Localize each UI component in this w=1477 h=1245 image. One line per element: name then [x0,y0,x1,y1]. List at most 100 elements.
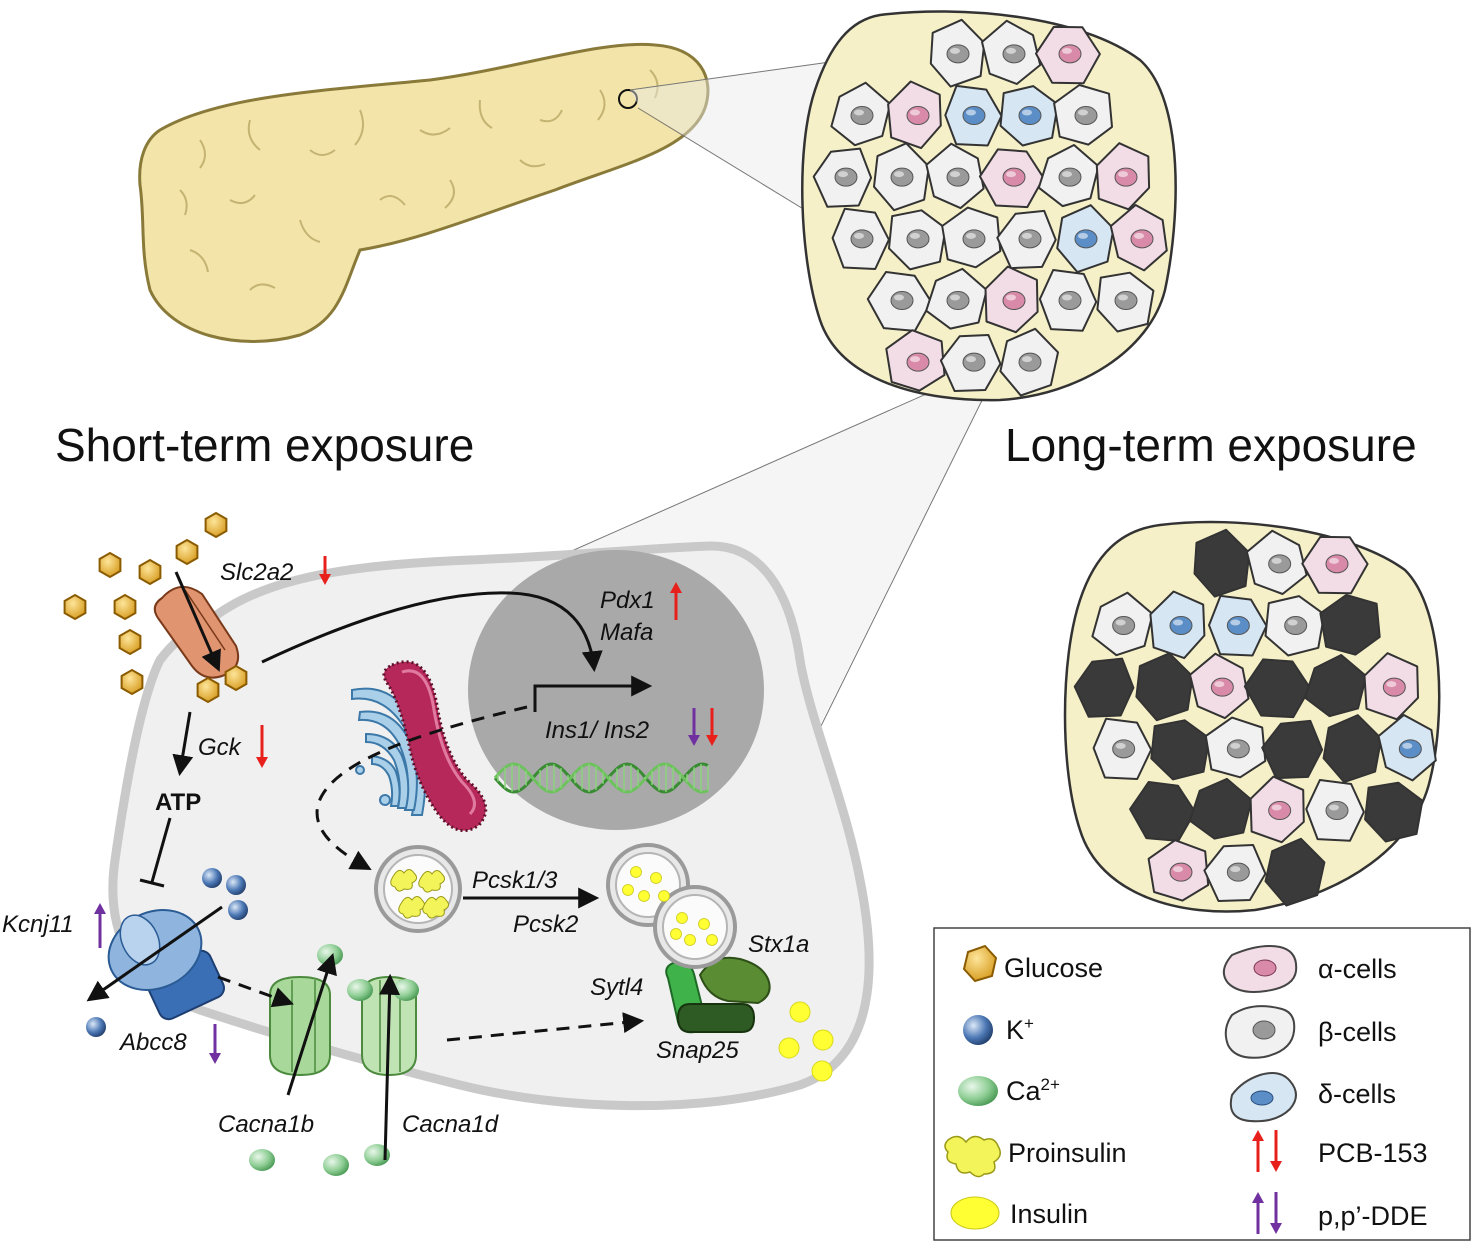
insulin-icon [789,1001,811,1023]
nucleus-highlight [966,356,976,363]
dna-strand [493,762,709,794]
gene-gck: Gck [198,734,243,761]
cell-nucleus [946,167,970,187]
cell-nucleus [1169,862,1193,882]
pathway-arrows [86,571,653,1161]
gene-labels: Slc2a2 Pdx1 Mafa Ins1/ Ins2 Gck ATP Kcnj… [2,559,809,1138]
glucose-icon [204,511,228,539]
insulin-icon [638,890,650,902]
nucleus [468,550,764,830]
calcium-ion-icon [364,1144,390,1166]
nucleus-highlight [1386,681,1397,688]
cell-nucleus [906,229,930,249]
nucleus-highlight [966,232,976,239]
gene-cacna1d: Cacna1d [402,1111,499,1138]
calcium-ion-icon [393,979,419,1001]
nucleus-highlight [1230,619,1241,626]
legend-dde: p,p’-DDE [1318,1201,1428,1231]
cell-nucleus [962,229,986,249]
proinsulin-icon [418,870,446,893]
glucose-icon [196,676,220,704]
islet-cell-long-term [1243,658,1311,719]
potassium-ion-icon [963,1015,993,1045]
zoom-lines-top [629,61,831,211]
gene-pcsk2: Pcsk2 [513,911,578,938]
nucleus-highlight [1329,557,1339,564]
cell-nucleus [1018,229,1042,249]
legend-dde-up-head [1252,1192,1264,1203]
calcium-ion-icon [347,979,373,1001]
nucleus-highlight [910,109,920,116]
molecules [63,511,834,1176]
gene-mafa: Mafa [600,619,653,646]
cell-nucleus [1002,291,1026,310]
glucose-icon [113,593,137,621]
islet-cell-long-term [1364,781,1424,843]
islet-cell-long-term [1073,657,1135,718]
proinsulin-icon [422,896,450,919]
gene-stx1a: Stx1a [748,931,809,958]
insulin-icon [658,890,670,902]
potassium-ion-icon [202,868,222,888]
nucleus-highlight [1115,742,1126,749]
cell-nucleus [1058,291,1082,310]
nucleus-highlight [1230,742,1241,749]
ins-dde-down-head [688,735,700,746]
legend-pcb153: PCB-153 [1318,1138,1428,1168]
cell-nucleus [1382,677,1406,697]
legend-proinsulin: Proinsulin [1008,1138,1127,1168]
cell-nucleus [1325,554,1349,574]
calcium-ion-icon [249,1149,275,1171]
cell-nucleus [834,167,858,187]
legend-k: K+ [1006,1014,1034,1045]
nucleus-highlight [1118,171,1128,178]
islet-cell-long-term [1319,594,1381,656]
potassium-ion-icon [86,1017,106,1037]
insulin-icon [630,866,642,878]
cell-nucleus [962,352,986,372]
nucleus-highlight [1287,619,1298,626]
cell-nucleus [850,106,874,125]
potassium-ion-icon [226,875,246,895]
legend-glucose: Glucose [1004,953,1103,983]
legend: Glucose K+ Ca2+ Proinsulin Insulin α-cel… [933,927,1471,1241]
glucose-icon [175,538,199,566]
gene-slc2a2: Slc2a2 [220,559,293,586]
glucose-icon [138,558,162,586]
pdx1-pcb153-up-head [670,582,682,593]
glucose-icon [962,944,998,983]
nucleus-highlight [1006,294,1016,301]
legend-insulin: Insulin [1010,1199,1088,1229]
cell-nucleus [1268,801,1292,820]
gene-cacna1b: Cacna1b [218,1111,314,1138]
ins-pcb153-down-head [706,735,718,746]
cell-nucleus [1058,44,1082,64]
nucleus-highlight [910,356,920,363]
cell-nucleus [1210,677,1234,697]
cell-nucleus [1268,554,1292,574]
cell-nucleus [1074,229,1098,249]
cell-nucleus [906,106,930,125]
dna-strand [493,762,709,794]
nucleus-highlight [838,171,848,178]
nucleus-highlight [1329,804,1339,811]
nucleus-highlight [894,294,904,301]
cell-nucleus [1114,167,1138,187]
islet-icon [801,10,1177,402]
nucleus-highlight [894,171,904,178]
nucleus-highlight [1062,294,1072,301]
legend-beta: β-cells [1318,1017,1397,1047]
proinsulin-icon [390,869,418,892]
gene-sytl4: Sytl4 [590,974,643,1001]
cell-nucleus [946,44,970,64]
er-icon [382,660,488,833]
nucleus-highlight [1173,619,1183,626]
cell-nucleus [1325,801,1349,820]
insulin-icon [698,918,710,930]
nucleus-highlight [1022,232,1032,239]
gene-kcnj11: Kcnj11 [2,911,74,938]
zoom-lines-bottom [539,367,999,729]
insulin-icon [778,1037,800,1059]
effect-arrows [94,556,718,1064]
cell-nucleus [890,167,914,187]
